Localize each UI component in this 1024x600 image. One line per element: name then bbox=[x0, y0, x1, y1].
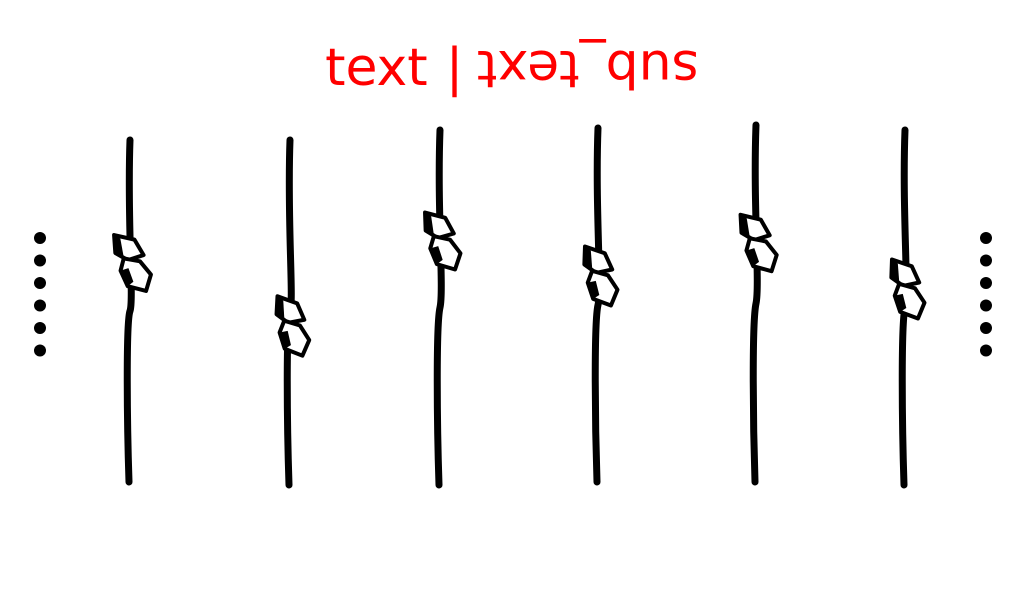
caption: text|sub_text bbox=[0, 36, 1024, 100]
ellipsis-dot bbox=[34, 277, 46, 289]
ellipsis-dot bbox=[980, 344, 992, 357]
strand bbox=[889, 126, 927, 489]
strand-line bbox=[433, 126, 445, 489]
ellipsis-dot bbox=[980, 254, 992, 267]
caption-text: text bbox=[325, 38, 428, 98]
ellipsis-dot bbox=[34, 299, 46, 312]
knot-icon bbox=[738, 212, 779, 274]
knot-icon bbox=[274, 294, 312, 358]
ellipsis-dot bbox=[980, 322, 992, 334]
strands bbox=[112, 121, 927, 489]
ellipsis-dot bbox=[34, 232, 46, 244]
strand bbox=[112, 136, 153, 486]
ellipsis-dot bbox=[34, 322, 46, 334]
strand bbox=[738, 121, 779, 486]
strand-line bbox=[749, 121, 761, 486]
knot-icon bbox=[582, 244, 620, 308]
strand-line bbox=[123, 136, 135, 486]
ellipsis-dot bbox=[34, 254, 46, 267]
strand bbox=[423, 126, 463, 489]
ellipsis-dot bbox=[980, 299, 992, 312]
ellipsis-dot bbox=[980, 277, 992, 289]
knot-icon bbox=[889, 257, 927, 321]
ellipsis-dot bbox=[980, 232, 992, 244]
strand bbox=[582, 124, 620, 486]
right-ellipsis bbox=[980, 232, 992, 357]
strand bbox=[274, 136, 312, 489]
knot-icon bbox=[423, 210, 463, 272]
knot-icon bbox=[112, 233, 153, 293]
left-ellipsis bbox=[34, 232, 46, 357]
strand-line bbox=[591, 124, 603, 486]
ellipsis-dot bbox=[34, 344, 46, 357]
caption-separator: | bbox=[445, 38, 464, 98]
